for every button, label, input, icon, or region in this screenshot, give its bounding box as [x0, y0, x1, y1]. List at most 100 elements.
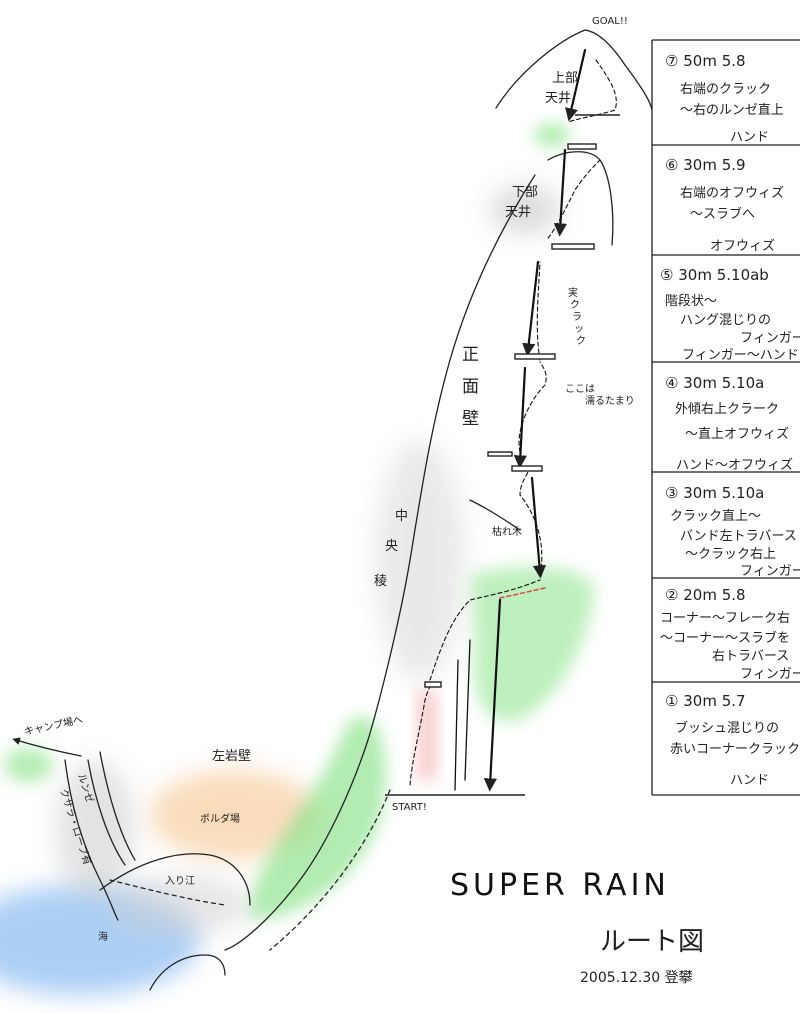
watercolor-washes [0, 123, 595, 995]
ridge-green-wash [248, 716, 386, 920]
upper-block-outline [547, 151, 614, 246]
pitch-5-desc-2: ハング混じりの [680, 313, 771, 328]
camp-marker: キャンプ場へ [23, 713, 84, 738]
dead-tree-label: 枯れ木 [492, 525, 522, 538]
sea-label: 海 [98, 930, 108, 943]
real-crack-label-3: ラ [572, 311, 582, 323]
pitch-6-desc-2: ～スラブへ [690, 206, 755, 222]
dead-tree-line [469, 499, 521, 531]
beach-label: ボルダ場 [200, 812, 240, 825]
center-ridge-label-1: 中 [395, 509, 408, 524]
pitch-4-type: ハンド～オフウィズ [676, 457, 793, 473]
pitch-2-desc-3: 右トラバース [712, 649, 789, 664]
climb-path-4 [518, 361, 547, 453]
real-crack-label-5: ク [576, 335, 586, 347]
crack-line-b [464, 639, 471, 781]
pitch-1-desc-2: 赤いコーナークラック [670, 742, 800, 757]
pitch-2-heading: ② 20m 5.8 [665, 586, 746, 604]
pitch-5-heading: ⑤ 30m 5.10ab [660, 266, 769, 284]
pitch-6: ⑥ 30m 5.9 右端のオフウィズ ～スラブへ オフウィズ [665, 156, 784, 254]
rappel-line-lower [513, 366, 527, 469]
gully-right [99, 751, 136, 861]
red-traverse [499, 587, 546, 599]
beach-wash [150, 770, 320, 860]
rappel-line-top [565, 48, 587, 122]
rappel-line-base [483, 598, 502, 792]
real-crack-label-2: ク [570, 299, 580, 311]
main-face-label-3: 壁 [462, 409, 479, 429]
pitch-1: ① 30m 5.7 ブッシュ混じりの 赤いコーナークラック ハンド [665, 692, 800, 788]
pitch-4-heading: ④ 30m 5.10a [665, 374, 764, 392]
belay-3 [511, 465, 543, 472]
central-ridge-line [224, 739, 369, 951]
face-shadow-4 [110, 875, 250, 935]
top-green-wash [534, 123, 570, 147]
pitch-5-type: フィンガー～ハンド [682, 348, 799, 363]
ridge-dashed-trail [269, 789, 391, 951]
route-title: SUPER RAIN [450, 868, 670, 903]
climb-path-2 [429, 579, 541, 681]
gully-left [87, 759, 126, 866]
camp-trail [12, 737, 82, 757]
inlet-trail [109, 879, 226, 906]
pitch-3-desc-1: クラック直上～ [670, 509, 761, 524]
camp-green-wash [3, 747, 53, 783]
belay-1 [424, 681, 442, 688]
belay-6 [551, 243, 595, 250]
pitch-3: ③ 30m 5.10a クラック直上～ バンド左トラバース ～クラック右上 フィ… [665, 484, 800, 579]
lower-roof-label-2: 天井 [505, 205, 531, 220]
upper-roof-label-1: 上部 [552, 71, 578, 86]
pitch-1-type: ハンド [730, 773, 769, 788]
cracks-note-2: 濡るたまり [585, 395, 635, 407]
pitch-3-desc-4: フィンガー [740, 564, 800, 579]
real-crack-label-4: ッ [574, 324, 584, 335]
pitch-7-heading: ⑦ 50m 5.8 [665, 52, 746, 70]
pitch-3-desc-2: バンド左トラバース [680, 529, 797, 544]
pitch-1-desc-1: ブッシュ混じりの [675, 720, 779, 736]
red-corner-wash [418, 690, 436, 780]
climb-date: 2005.12.30 登攀 [580, 970, 693, 986]
sea-shore [149, 954, 226, 991]
pitch-2: ② 20m 5.8 コーナー～フレーク右 ～コーナー～スラブを 右トラバース フ… [660, 586, 800, 682]
pitch-7-desc-2: ～右のルンゼ直上 [680, 103, 784, 118]
pitch-7-desc-1: 右端のクラック [680, 82, 771, 97]
pitch-2-desc-4: フィンガー [740, 667, 800, 682]
inlet-top [99, 853, 251, 906]
route-subtitle: ルート図 [600, 927, 704, 957]
route-lines [409, 48, 617, 792]
belay-7 [567, 143, 597, 150]
goal-marker: GOAL!! [592, 16, 628, 27]
face-shadow-3 [55, 760, 135, 900]
center-ridge-label-3: 稜 [374, 574, 387, 589]
pitch-6-heading: ⑥ 30m 5.9 [665, 156, 746, 174]
pitch-2-desc-2: ～コーナー～スラブを [660, 630, 790, 646]
cracks-note-1: ここは [565, 383, 595, 395]
rappel-line-middle [522, 260, 540, 357]
main-face-label-1: 正 [462, 345, 479, 365]
inlet-label: 入り江 [165, 875, 195, 887]
pitch-5-desc-1: 階段状～ [665, 294, 717, 309]
belay-ledges [385, 114, 620, 796]
pitch-green-wash [470, 566, 595, 722]
climb-path-3 [519, 471, 543, 576]
inlet-left-cliff [64, 759, 119, 921]
climb-path-5 [536, 261, 541, 361]
pitch-6-type: オフウィズ [710, 238, 775, 254]
crack-line-a [454, 659, 459, 791]
start-marker: START! [392, 802, 427, 813]
pitch-3-desc-3: ～クラック右上 [685, 547, 776, 562]
belay-5 [514, 353, 556, 360]
center-ridge-label-2: 央 [385, 539, 398, 554]
pitch-3-heading: ③ 30m 5.10a [665, 484, 764, 502]
pitch-6-desc-1: 右端のオフウィズ [680, 185, 784, 201]
left-rock-wall-label: 左岩壁 [212, 749, 251, 764]
pitch-4: ④ 30m 5.10a 外傾右上クラーク ～直上オフウィズ ハンド～オフウィズ [665, 374, 793, 473]
title-block: SUPER RAIN ルート図 2005.12.30 登攀 [450, 868, 704, 986]
real-crack-label-1: 実 [568, 286, 578, 299]
pitch-1-heading: ① 30m 5.7 [665, 692, 746, 710]
lower-roof-label-1: 下部 [512, 185, 538, 200]
pitch-7: ⑦ 50m 5.8 右端のクラック ～右のルンゼ直上 ハンド [665, 52, 784, 145]
main-face-edge [367, 174, 536, 741]
main-face-label-2: 面 [462, 377, 479, 397]
